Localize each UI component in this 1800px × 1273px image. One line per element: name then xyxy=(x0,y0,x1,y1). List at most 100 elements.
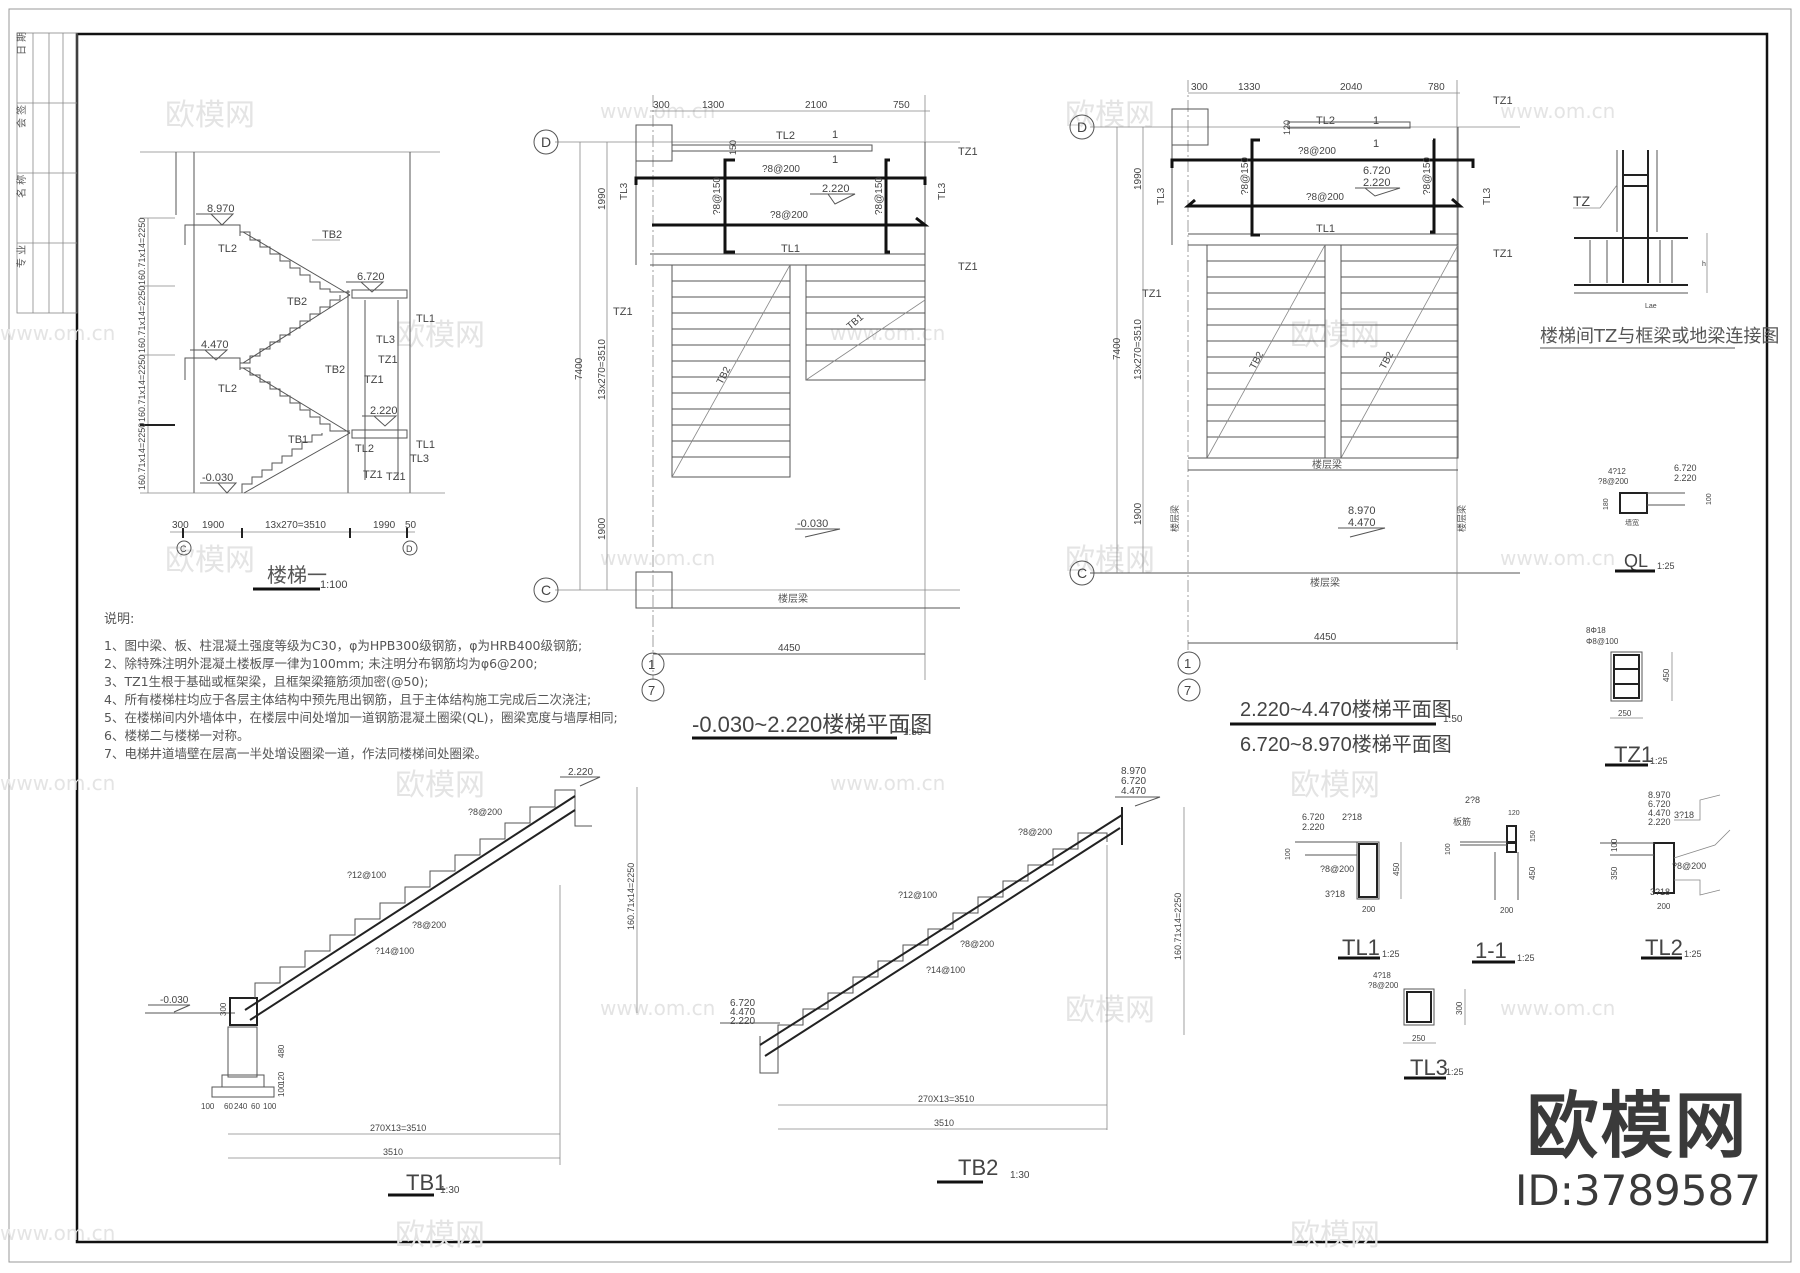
svg-text:TL3: TL3 xyxy=(376,334,395,346)
svg-text:?8@200: ?8@200 xyxy=(1298,146,1336,157)
svg-text:350: 350 xyxy=(1610,866,1619,880)
plan1-title: -0.030~2.220楼梯平面图 xyxy=(692,712,932,737)
svg-text:2.220: 2.220 xyxy=(370,405,398,417)
svg-text:6.720: 6.720 xyxy=(730,998,755,1009)
svg-text:1330: 1330 xyxy=(1238,82,1261,93)
svg-text:?8@200: ?8@200 xyxy=(1306,192,1344,203)
svg-text:?12@100: ?12@100 xyxy=(347,870,386,880)
svg-text:160.71x14=2250: 160.71x14=2250 xyxy=(137,423,147,490)
svg-text:13x270=3510: 13x270=3510 xyxy=(597,339,608,400)
note-item: 3、TZ1生根于基础或框架梁，且框架梁箍筋须加密(@50); xyxy=(104,674,428,689)
svg-text:TZ1: TZ1 xyxy=(1142,288,1162,300)
svg-text:C: C xyxy=(541,582,551,598)
svg-text:4.470: 4.470 xyxy=(1648,808,1671,818)
svg-text:TL2: TL2 xyxy=(776,130,795,142)
svg-text:240: 240 xyxy=(234,1102,248,1111)
tb2-section: 8.970 6.720 4.470 6.720 4.470 2.220 ?8@2… xyxy=(720,766,1185,1184)
tl3-section: 4?18 ?8@200 300 250 TL3 1:25 xyxy=(1368,971,1466,1080)
svg-text:TL2: TL2 xyxy=(218,243,237,255)
svg-text:楼层梁: 楼层梁 xyxy=(778,592,808,605)
tb1-section: 2.220 -0.030 ?8@200 ?12@100 ?8@200 ?14@1… xyxy=(145,767,638,1197)
svg-text:TL2: TL2 xyxy=(218,383,237,395)
svg-text:TL2: TL2 xyxy=(355,443,374,455)
tl2-title: TL2 xyxy=(1645,935,1683,960)
svg-text:6.720: 6.720 xyxy=(1121,776,1146,787)
svg-text:TZ1: TZ1 xyxy=(1493,248,1513,260)
svg-text:1:50: 1:50 xyxy=(1443,714,1463,725)
svg-text:www.om.cn: www.om.cn xyxy=(0,1221,115,1245)
svg-text:欧模网: 欧模网 xyxy=(1290,1218,1380,1253)
svg-text:?8@150: ?8@150 xyxy=(712,177,723,215)
svg-text:1900: 1900 xyxy=(597,517,608,540)
svg-text:200: 200 xyxy=(1362,905,1376,914)
svg-text:1300: 1300 xyxy=(702,100,725,111)
svg-text:?8@200: ?8@200 xyxy=(762,164,800,175)
tl2-section: 8.970 6.720 4.470 2.220 3?18 ?8@200 3?18… xyxy=(1600,790,1731,960)
svg-text:3510: 3510 xyxy=(934,1118,954,1128)
svg-text:www.om.cn: www.om.cn xyxy=(1500,996,1615,1020)
svg-text:100: 100 xyxy=(277,1083,286,1097)
svg-text:TZ1: TZ1 xyxy=(386,471,406,483)
svg-text:TB2: TB2 xyxy=(1248,350,1267,372)
svg-text:160.71x14=2250: 160.71x14=2250 xyxy=(137,218,147,285)
svg-text:C: C xyxy=(1077,565,1087,581)
svg-text:www.om.cn: www.om.cn xyxy=(600,996,715,1020)
plan-2: D C 1 7 300 1330 2040 780 7400 1990 13x2… xyxy=(1069,80,1520,756)
tl3-title: TL3 xyxy=(1410,1055,1448,1080)
svg-text:120: 120 xyxy=(1282,120,1292,135)
note-item: 2、除特殊注明外混凝土楼板厚一律为100mm; 未注明分布钢筋均为φ6@200; xyxy=(104,656,538,671)
svg-text:8.970: 8.970 xyxy=(1348,505,1376,517)
svg-text:TZ1: TZ1 xyxy=(958,146,978,158)
svg-text:TB2: TB2 xyxy=(322,229,342,241)
svg-text:450: 450 xyxy=(1392,862,1401,876)
note-item: 7、电梯井道墙壁在层高一半处增设圈梁一道，作法同楼梯间处圈梁。 xyxy=(104,746,487,761)
svg-text:TZ1: TZ1 xyxy=(1493,95,1513,107)
note-item: 4、所有楼梯柱均应于各层主体结构中预先甩出钢筋，且于主体结构施工完成后二次浇注; xyxy=(104,692,591,707)
svg-text:4450: 4450 xyxy=(778,643,801,654)
svg-text:Φ8@100: Φ8@100 xyxy=(1586,637,1619,646)
tz-detail-title: 楼梯间TZ与框梁或地梁连接图 xyxy=(1540,326,1779,347)
svg-text:6.720: 6.720 xyxy=(357,271,385,283)
svg-text:Lae: Lae xyxy=(1645,303,1657,310)
svg-text:欧模网: 欧模网 xyxy=(1065,543,1155,578)
svg-text:www.om.cn: www.om.cn xyxy=(1500,99,1615,123)
svg-text:2.220: 2.220 xyxy=(568,767,593,778)
svg-text:1: 1 xyxy=(648,657,655,672)
svg-text:TZ1: TZ1 xyxy=(364,374,384,386)
svg-text:2.220: 2.220 xyxy=(1674,473,1697,483)
brand-id: ID:3789587 xyxy=(1515,1166,1761,1215)
watermark-brand: 欧模网 ID:3789587 xyxy=(1515,1085,1761,1215)
svg-text:?8@200: ?8@200 xyxy=(960,939,994,949)
svg-text:TL2: TL2 xyxy=(1316,115,1335,127)
svg-text:TB2: TB2 xyxy=(1378,350,1397,372)
svg-text:TB2: TB2 xyxy=(325,364,345,376)
plan2-title-a: 2.220~4.470楼梯平面图 xyxy=(1240,698,1452,721)
tb-label-major: 专 业 xyxy=(15,245,28,268)
svg-text:300: 300 xyxy=(172,520,189,531)
svg-text:?8@200: ?8@200 xyxy=(1598,477,1629,486)
svg-text:楼层梁: 楼层梁 xyxy=(1310,576,1340,589)
svg-text:4450: 4450 xyxy=(1314,632,1337,643)
svg-text:-0.030: -0.030 xyxy=(797,518,828,530)
tz-detail: TZ h Lae 楼梯间TZ与框梁或地梁连接图 xyxy=(1540,150,1779,349)
svg-text:300: 300 xyxy=(653,100,670,111)
svg-text:?8@150: ?8@150 xyxy=(1422,157,1433,195)
svg-text:7: 7 xyxy=(1184,683,1191,698)
svg-text:1: 1 xyxy=(1373,138,1379,150)
svg-text:6.720: 6.720 xyxy=(1648,799,1671,809)
section-view: 160.71x14=2250 160.71x14=2250 160.71x14=… xyxy=(137,151,445,591)
svg-text:300: 300 xyxy=(1455,1001,1464,1015)
svg-text:楼层梁: 楼层梁 xyxy=(1312,458,1342,471)
svg-text:www.om.cn: www.om.cn xyxy=(600,546,715,570)
svg-text:2.220: 2.220 xyxy=(822,183,850,195)
svg-text:160.71x14=2250: 160.71x14=2250 xyxy=(626,863,636,930)
svg-text:2.220: 2.220 xyxy=(1302,822,1325,832)
svg-text:TB1: TB1 xyxy=(288,434,308,446)
tz1-section: 8Φ18 Φ8@100 450 250 TZ1 1:25 xyxy=(1586,626,1673,767)
tz1-title: TZ1 xyxy=(1614,742,1653,767)
svg-text:2?18: 2?18 xyxy=(1342,812,1362,822)
svg-text:150: 150 xyxy=(728,140,738,155)
svg-text:www.om.cn: www.om.cn xyxy=(0,321,115,345)
svg-text:780: 780 xyxy=(1428,82,1445,93)
svg-text:1:25: 1:25 xyxy=(1650,756,1668,766)
